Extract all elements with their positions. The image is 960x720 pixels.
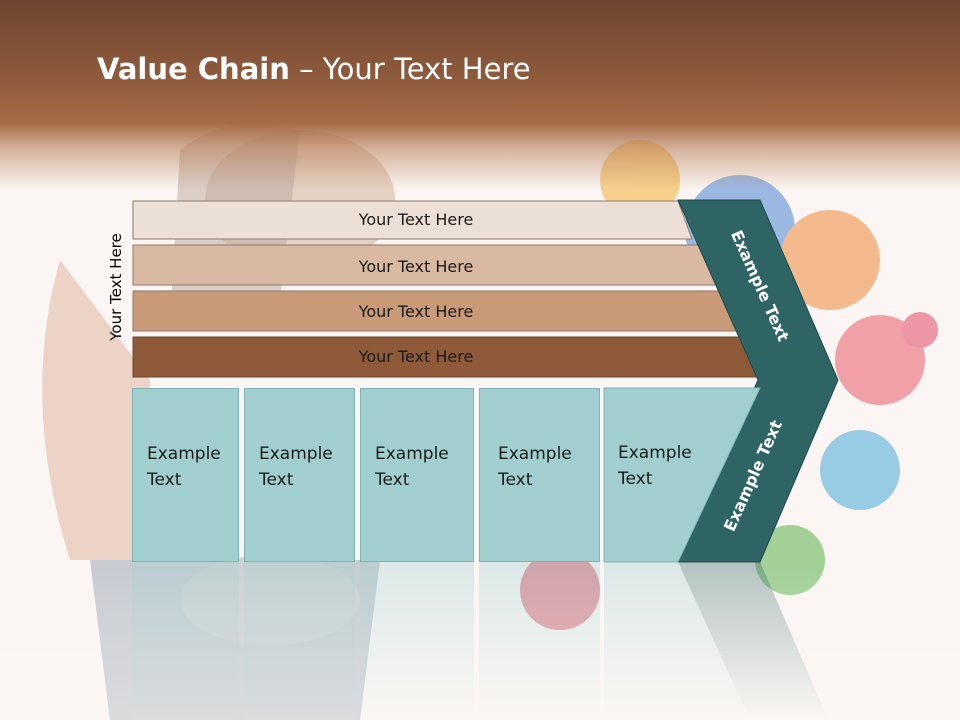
slide-title: Value Chain – Your Text Here — [97, 52, 531, 86]
primary-column-2[interactable]: Example Text — [244, 388, 355, 562]
primary-column-2-line2: Text — [259, 470, 294, 490]
support-row-3-label: Your Text Here — [358, 302, 474, 321]
reflection — [0, 562, 960, 720]
title-rest: – Your Text Here — [289, 52, 531, 86]
title-bold: Value Chain — [97, 52, 290, 86]
primary-column-1-line2: Text — [147, 470, 182, 490]
primary-column-1[interactable]: Example Text — [132, 388, 239, 562]
primary-column-4-line2: Text — [498, 470, 533, 490]
primary-column-3-line1: Example — [375, 444, 449, 464]
support-row-4-label: Your Text Here — [358, 347, 474, 366]
primary-column-2-line1: Example — [259, 444, 333, 464]
support-row-2-label: Your Text Here — [358, 257, 474, 276]
primary-column-5-text: Example Text — [618, 440, 692, 492]
primary-column-4-line1: Example — [498, 444, 572, 464]
primary-column-4[interactable]: Example Text — [479, 388, 600, 562]
primary-column-3[interactable]: Example Text — [360, 388, 474, 562]
primary-column-5-line1: Example — [618, 443, 692, 463]
primary-column-3-line2: Text — [375, 470, 410, 490]
primary-column-5-line2: Text — [618, 469, 653, 489]
support-row-1[interactable] — [132, 200, 693, 240]
support-row-1-label: Your Text Here — [358, 210, 474, 229]
header-band — [0, 0, 960, 190]
primary-column-1-line1: Example — [147, 444, 221, 464]
